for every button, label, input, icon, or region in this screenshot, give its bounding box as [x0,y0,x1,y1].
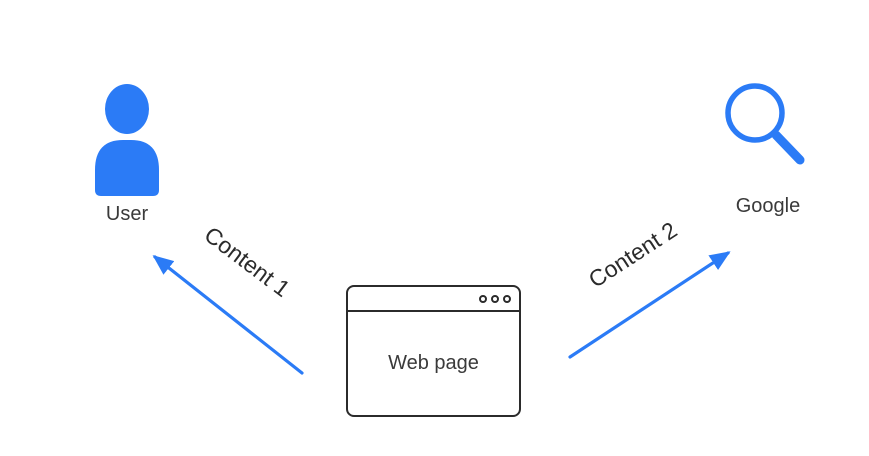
browser-dot-icon [479,294,487,303]
arrow-content2 [568,251,731,359]
magnifier-lens [725,83,785,143]
browser-dot-icon [491,294,499,303]
magnifier-handle [771,130,805,165]
arrow-content1 [152,255,304,375]
webpage-label: Web page [388,352,479,374]
browser-dot-icon [503,294,511,303]
person-body [95,140,159,196]
browser-titlebar [348,287,519,312]
google-label: Google [735,195,801,217]
user-label: User [105,203,149,225]
person-head [105,84,149,134]
browser-window-icon: Web page [346,285,521,417]
person-icon [95,84,159,196]
search-icon [725,83,805,165]
